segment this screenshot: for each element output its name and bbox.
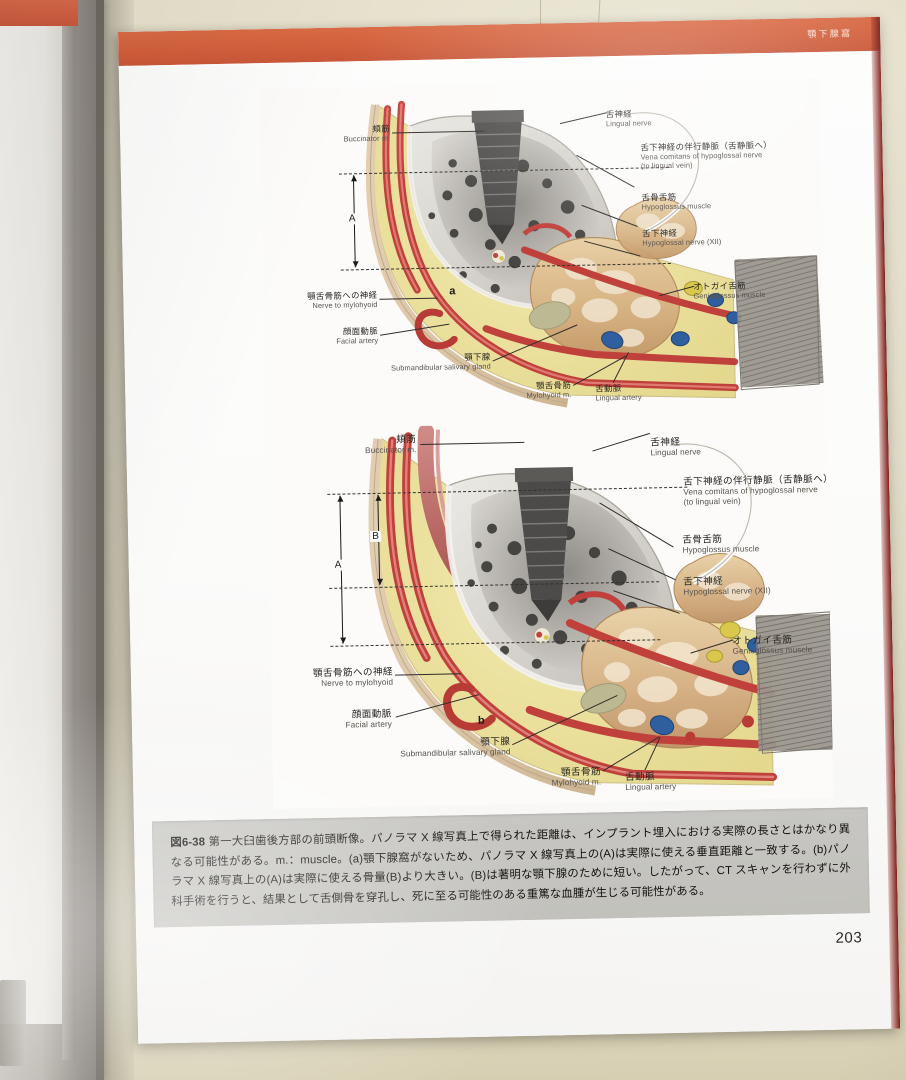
label-mylohyoid-a: 顎舌骨筋 Mylohyoid m. — [526, 379, 572, 400]
label-buccinator-a: 頬筋 Buccinator m. — [343, 123, 391, 144]
label-facial-artery-b: 顔面動脈 Facial artery — [345, 708, 393, 730]
label-genioglossus-a: オトガイ舌筋 Genioglossus muscle — [693, 280, 766, 301]
figure-panel-a: a A 頬筋 Buccinator m. 舌神経 Lingual nerve 舌… — [259, 78, 826, 419]
label-hypoglossal-nerve-b: 舌下神経 Hypoglossal nerve (XII) — [683, 575, 771, 598]
implant-fixture-b — [514, 466, 574, 622]
facial-artery-loop-b — [443, 683, 496, 731]
label-hypoglossus-b: 舌骨舌筋 Hypoglossus muscle — [682, 533, 760, 556]
label-lingual-artery-a: 舌動脈 Lingual artery — [595, 382, 642, 403]
label-submandibular-b: 顎下腺 Submandibular salivary gland — [400, 736, 511, 759]
label-genioglossus-b: オトガイ舌筋 Genioglossus muscle — [732, 634, 813, 657]
panel-b-letter: b — [477, 714, 485, 727]
hanging-thread-1 — [540, 0, 541, 34]
label-hypoglossus-a: 舌骨舌筋 Hypoglossus muscle — [641, 191, 712, 212]
label-nerve-to-mylohyoid-a: 顎舌骨筋への神経 Nerve to mylohyoid — [307, 289, 378, 311]
caption-body: 第一大臼歯後方部の前頭断像。パノラマ X 線写真上で得られた距離は、インプラント… — [170, 823, 852, 908]
label-buccinator-b: 頬筋 Buccinator m. — [365, 434, 417, 456]
label-lingual-artery-b: 舌動脈 Lingual artery — [624, 771, 677, 793]
anatomy-illustration-b — [368, 423, 834, 796]
adjacent-book-pages — [0, 24, 66, 1024]
label-facial-artery-a: 顔面動脈 Facial artery — [336, 325, 379, 346]
label-mylohyoid-b: 顎舌骨筋 Mylohyoid m. — [551, 766, 602, 788]
figure-panel-b: b A B 頬筋 Buccinator m. 舌神経 Lingual nerve… — [266, 418, 834, 809]
dim-outer-a-label: A — [332, 559, 344, 571]
adjacent-book-edge — [62, 10, 76, 1060]
label-nerve-to-mylohyoid-b: 顎舌骨筋への神経 Nerve to mylohyoid — [312, 666, 394, 689]
anatomy-illustration-a — [365, 100, 824, 408]
inferior-alveolar-canal-a — [491, 248, 507, 264]
implant-fixture-a — [471, 109, 524, 245]
caption-figure-number: 図6-38 — [170, 836, 206, 850]
panel-a-letter: a — [449, 285, 456, 298]
textbook-page: 顎下腺窩 — [118, 16, 901, 1044]
adjacent-book — [0, 0, 104, 1080]
running-header-title: 顎下腺窩 — [807, 28, 853, 40]
label-vena-comitans-a: 舌下神経の伴行静脈（舌静脈へ） Vena comitans of hypoglo… — [640, 139, 773, 171]
genioglossus-block-b — [755, 613, 833, 752]
binder-clip — [0, 980, 26, 1066]
dim-a-label: A — [346, 213, 358, 225]
page-number: 203 — [835, 929, 863, 947]
label-hypoglossal-nerve-a: 舌下神経 Hypoglossal nerve (XII) — [642, 227, 722, 248]
figure-6-38: a A 頬筋 Buccinator m. 舌神経 Lingual nerve 舌… — [259, 77, 834, 810]
dim-inner-b-label: B — [370, 530, 381, 543]
caption-paragraph: 図6-38 第一大臼歯後方部の前頭断像。パノラマ X 線写真上で得られた距離は、… — [170, 820, 851, 912]
label-vena-comitans-b: 舌下神経の伴行静脈（舌静脈へ） Vena comitans of hypoglo… — [683, 473, 834, 507]
figure-caption: 図6-38 第一大臼歯後方部の前頭断像。パノラマ X 線写真上で得られた距離は、… — [151, 807, 870, 928]
label-submandibular-a: 顎下腺 Submandibular salivary gland — [390, 351, 491, 373]
adjacent-book-orange-cover — [0, 0, 78, 26]
genioglossus-block-a — [734, 255, 824, 388]
inferior-alveolar-canal-b — [533, 627, 551, 645]
label-lingual-nerve-a: 舌神経 Lingual nerve — [605, 108, 652, 129]
label-lingual-nerve-b: 舌神経 Lingual nerve — [650, 436, 702, 458]
